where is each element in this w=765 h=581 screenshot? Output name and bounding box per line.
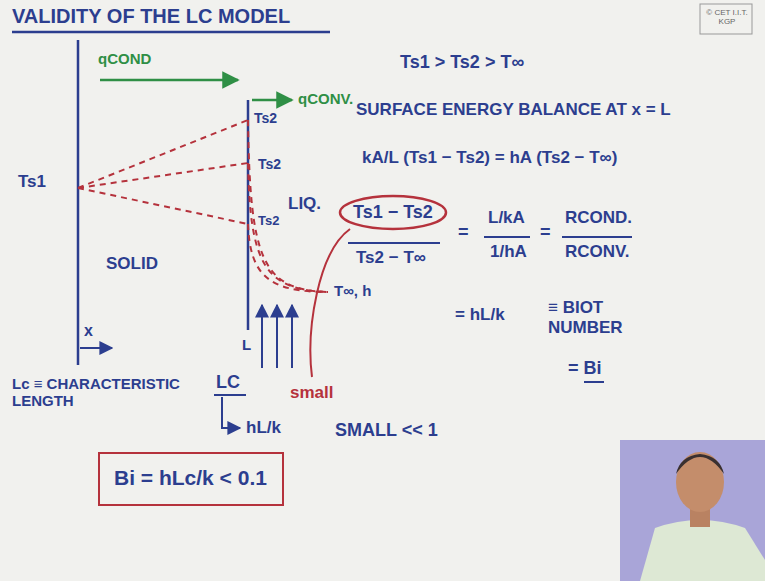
fraction-bar (562, 236, 632, 238)
watermark-frame (700, 4, 752, 34)
dimension-label: L (242, 336, 251, 353)
bi-underline (584, 381, 604, 383)
fraction-bar (484, 236, 530, 238)
circled-term: Ts1 − Ts2 (338, 194, 448, 231)
fraction-denominator: 1/hA (490, 242, 527, 262)
region-label: LIQ. (288, 194, 321, 214)
flow-arrows (262, 305, 292, 368)
temperature-label: Ts1 (18, 172, 46, 192)
equation: kA/L (Ts1 − Ts2) = hA (Ts2 − T∞) (362, 148, 617, 168)
temperature-label: Ts2 (254, 110, 277, 126)
fluid-label: T∞, h (334, 282, 371, 299)
fraction-numerator: RCOND. (565, 208, 632, 228)
fraction-denominator: RCONV. (565, 242, 630, 262)
definition-note: Lc ≡ CHARACTERISTIC LENGTH (12, 375, 204, 410)
condition-note: Ts1 > Ts2 > T∞ (400, 52, 524, 73)
annotation: small (290, 383, 333, 403)
symbol-label: LC (216, 372, 240, 393)
temperature-label: Ts2 (258, 214, 279, 229)
condition-note: SMALL << 1 (335, 420, 438, 441)
convection-arrow (252, 99, 292, 102)
result-box: Bi = hLc/k < 0.1 (98, 452, 284, 506)
temperature-profiles (78, 120, 328, 292)
equals-sign: = (540, 222, 551, 243)
equation: = hL/k (455, 305, 505, 325)
equals-sign: = (458, 222, 469, 243)
title-underline (12, 31, 330, 34)
node-text: Bi = hLc/k < 0.1 (114, 466, 268, 490)
lc-arrow (222, 397, 240, 428)
lc-underline (214, 394, 246, 396)
region-label: SOLID (106, 254, 158, 274)
equation: = Bi (568, 358, 602, 379)
heading-note: SURFACE ENERGY BALANCE AT x = L (356, 100, 671, 120)
definition-note: ≡ BIOT NUMBER (548, 298, 648, 337)
leader-line (311, 229, 350, 377)
fraction-denominator: Ts2 − T∞ (356, 248, 426, 268)
fraction-bar (348, 242, 440, 244)
conduction-arrow (100, 79, 238, 82)
axis-label: x (84, 322, 93, 340)
node-text: Ts1 − Ts2 (353, 202, 433, 223)
watermark: © CET I.I.T. KGP (703, 8, 751, 26)
flux-label: qCOND (98, 50, 151, 67)
flux-label: qCONV. (298, 90, 353, 107)
fraction-numerator: L/kA (488, 208, 525, 228)
page-title: VALIDITY OF THE LC MODEL (12, 5, 290, 28)
presenter (620, 440, 765, 581)
x-axis-arrow (80, 347, 112, 349)
temperature-label: Ts2 (258, 156, 281, 172)
wall-left (77, 40, 80, 365)
equation: hL/k (246, 418, 281, 438)
